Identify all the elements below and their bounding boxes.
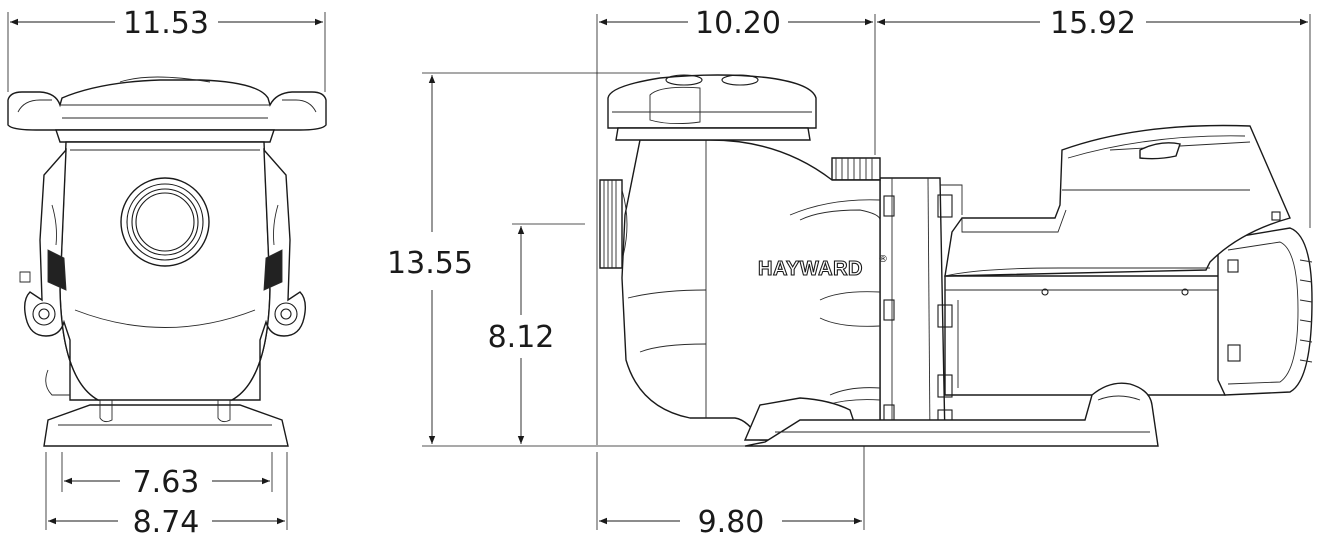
front-dims: 11.53 7.63 8.74 [7,6,326,537]
dim-top-width: 11.53 [123,6,209,41]
hayward-logo: HAYWARD [758,258,863,280]
side-dims: 13.55 8.12 10.20 15.92 9.80 [387,6,1311,537]
front-view [7,76,327,447]
dim-inlet-height: 8.12 [488,320,555,355]
dim-motor-length: 15.92 [1050,6,1136,41]
dim-inlet-to-body: 10.20 [695,6,781,41]
dim-base-length: 9.80 [698,505,765,537]
dim-overall-height: 13.55 [387,246,473,281]
dim-base-inner-width: 7.63 [133,465,200,500]
side-view: HAYWARD ® [599,74,1313,447]
registered-mark: ® [878,254,888,265]
dim-base-outer-width: 8.74 [133,505,200,537]
